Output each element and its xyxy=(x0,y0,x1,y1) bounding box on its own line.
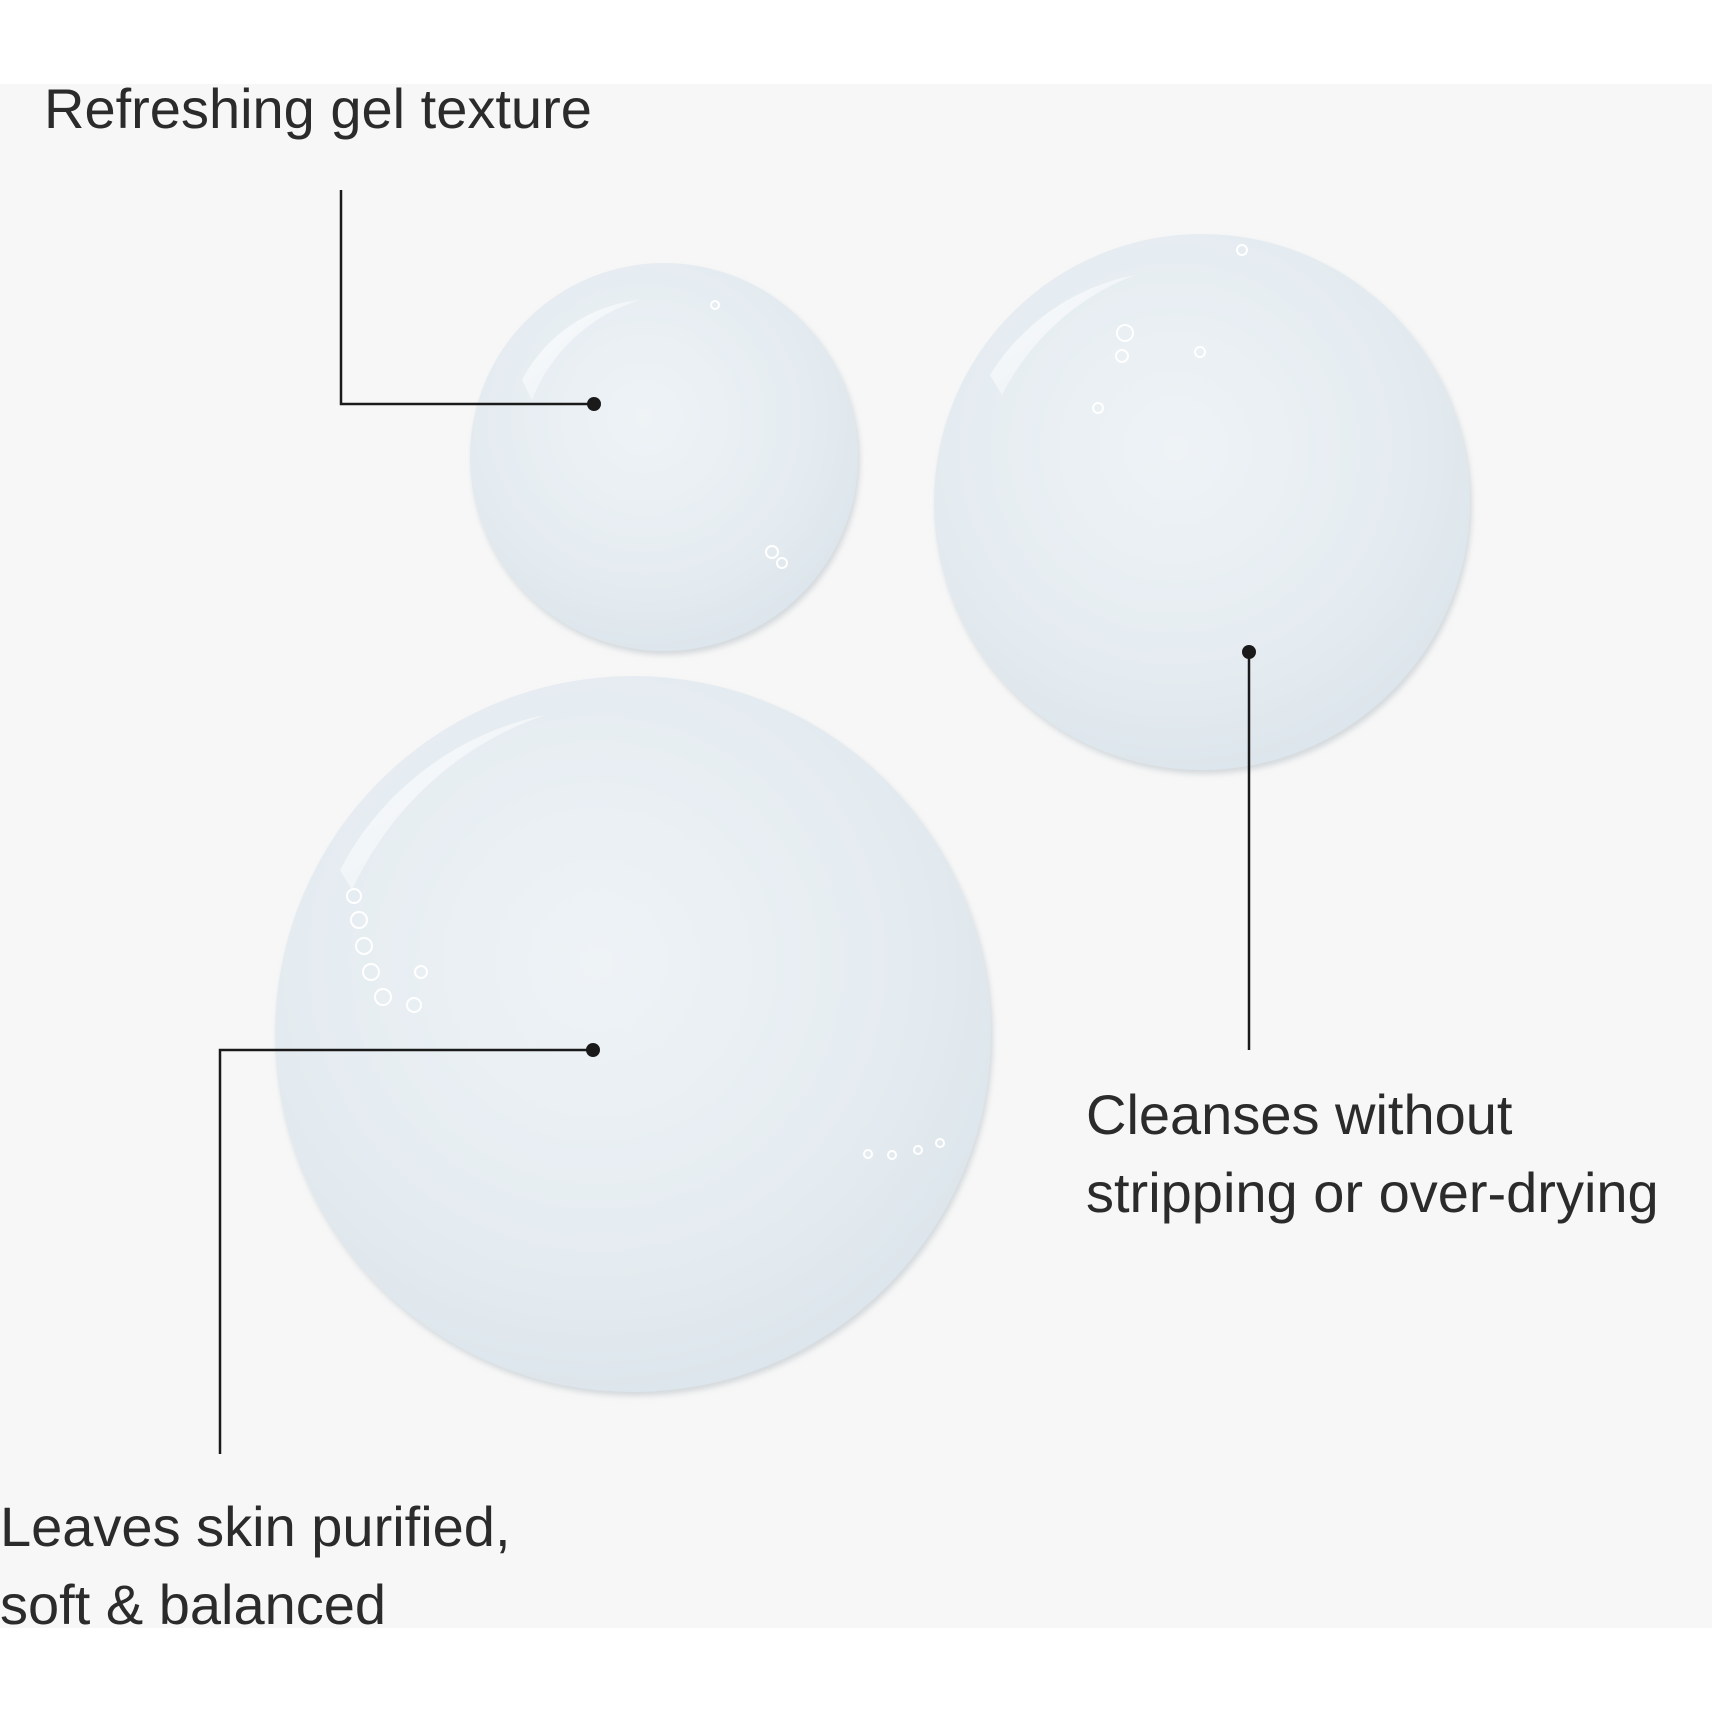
callout-leaves-skin-line1: Leaves skin purified, xyxy=(0,1495,511,1558)
gel-drop-large xyxy=(275,676,991,1392)
callout-leaves-skin-line2: soft & balanced xyxy=(0,1573,387,1636)
gel-drop-medium xyxy=(934,234,1470,770)
callout-gel-texture-text: Refreshing gel texture xyxy=(44,77,592,140)
callout-cleanses: Cleanses without stripping or over-dryin… xyxy=(1086,1076,1659,1232)
gel-drop-small xyxy=(470,263,858,651)
callout-leaves-skin: Leaves skin purified, soft & balanced xyxy=(0,1488,511,1644)
callout-cleanses-line2: stripping or over-drying xyxy=(1086,1161,1659,1224)
leader-line-gel-texture xyxy=(339,190,601,411)
leader-line-cleanses xyxy=(1242,645,1256,1050)
leader-line-leaves-skin xyxy=(218,1043,600,1454)
callout-cleanses-line1: Cleanses without xyxy=(1086,1083,1513,1146)
callout-gel-texture: Refreshing gel texture xyxy=(44,70,592,148)
